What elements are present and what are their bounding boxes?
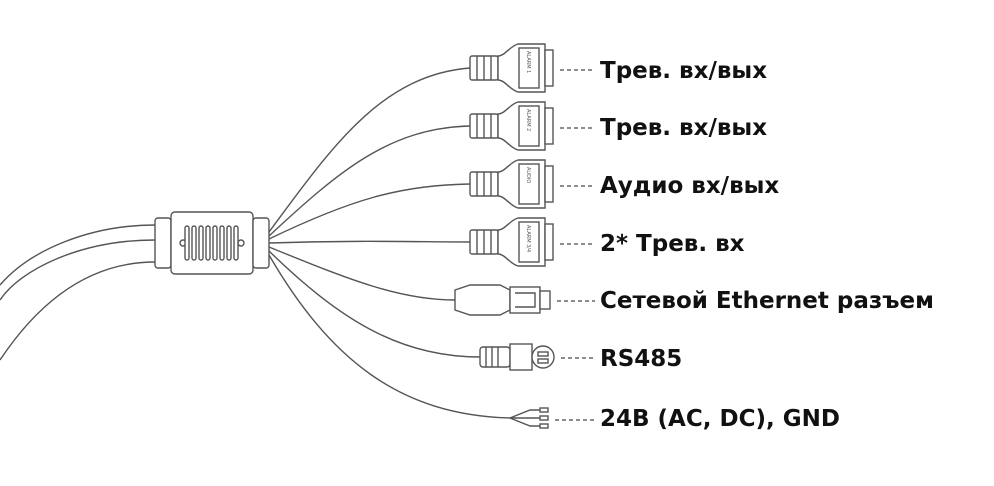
grip-slot <box>191 225 197 261</box>
label-alarm-io-1: Трев. вх/вых <box>600 58 768 84</box>
grip-slot <box>198 225 204 261</box>
grip-slot <box>219 225 225 261</box>
junction-box <box>154 211 270 275</box>
connectors: ALARM 1 ALARM 2 AUDIO ALARM 3/4 <box>469 43 554 267</box>
grip-slot <box>226 225 232 261</box>
label-ethernet: Сетевой Ethernet разъем <box>600 288 934 314</box>
grip-slot <box>184 225 190 261</box>
label-alarm-in: 2* Трев. вх <box>600 231 745 257</box>
svg-text:ALARM 1: ALARM 1 <box>525 51 531 73</box>
terminal-connector: ALARM 2 <box>469 101 554 151</box>
grip-slot <box>212 225 218 261</box>
terminal-connector: ALARM 3/4 <box>469 217 554 267</box>
ethernet-connector <box>454 284 551 316</box>
grip-slot <box>205 225 211 261</box>
rs485-connector <box>479 343 555 371</box>
bare-wires <box>509 407 549 429</box>
label-rs485: RS485 <box>600 346 683 372</box>
svg-text:ALARM 3/4: ALARM 3/4 <box>525 225 531 252</box>
wires <box>268 67 511 419</box>
main-cable <box>0 224 156 361</box>
terminal-connector: ALARM 1 <box>469 43 554 93</box>
label-power: 24В (AC, DC), GND <box>600 406 840 432</box>
svg-text:AUDIO: AUDIO <box>525 167 531 183</box>
svg-text:ALARM 2: ALARM 2 <box>525 109 531 131</box>
label-alarm-io-2: Трев. вх/вых <box>600 115 768 141</box>
label-audio-io: Аудио вх/вых <box>600 173 780 199</box>
terminal-connector: AUDIO <box>469 159 554 209</box>
grip-slot <box>233 225 239 261</box>
